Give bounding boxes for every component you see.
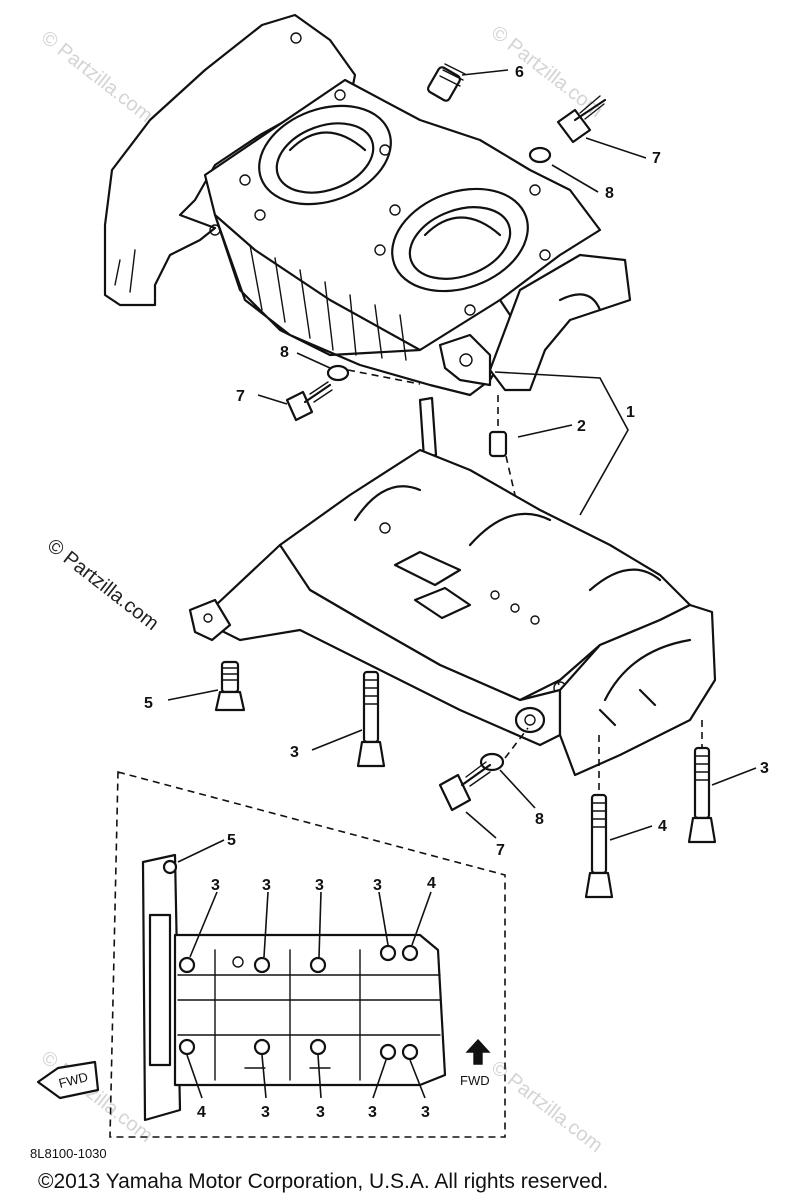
callout-2: 2 [577, 418, 586, 435]
callout-1: 1 [626, 404, 635, 421]
watermark-top-left: © Partzilla.com [37, 27, 157, 127]
diagram-code: 8L8100-1030 [30, 1146, 107, 1161]
callout-4-inset-bottom: 4 [197, 1104, 206, 1121]
washer-part-8-left [326, 364, 350, 382]
bolt-part-3-left [356, 670, 386, 768]
callout-3-inset-bottom-2: 3 [316, 1104, 325, 1121]
bolt-part-7-lower [438, 761, 492, 812]
fwd-up-arrow-icon [465, 1038, 491, 1065]
watermark-top-right: © Partzilla.com [487, 22, 607, 122]
svg-text:FWD: FWD [57, 1069, 89, 1091]
callout-3-inset-top-2: 3 [262, 877, 271, 894]
callout-7-upper: 7 [652, 150, 661, 167]
bolt-part-5 [214, 660, 246, 712]
callout-8-left: 8 [280, 344, 289, 361]
bolt-part-7-upper [556, 95, 607, 144]
dowel-part-2 [488, 430, 508, 458]
callout-3-inset-bottom-1: 3 [261, 1104, 270, 1121]
callout-8-upper: 8 [605, 185, 614, 202]
callout-6: 6 [515, 64, 524, 81]
callout-3-inset-bottom-3: 3 [368, 1104, 377, 1121]
callout-3-inset-bottom-4: 3 [421, 1104, 430, 1121]
callout-7-left: 7 [236, 388, 245, 405]
fwd-label-inset: FWD [460, 1073, 490, 1088]
callout-3-main-left: 3 [290, 744, 299, 761]
lower-crankcase [188, 396, 717, 777]
inset-detail [109, 770, 506, 1138]
callout-5-inset: 5 [227, 832, 236, 849]
callout-3-inset-top-3: 3 [315, 877, 324, 894]
watermark-left: © Partzilla.com [43, 535, 163, 635]
callout-4-main: 4 [658, 818, 667, 835]
copyright-notice: ©2013 Yamaha Motor Corporation, U.S.A. A… [38, 1170, 608, 1193]
callout-3-main-right: 3 [760, 760, 769, 777]
callout-3-inset-top-4: 3 [373, 877, 382, 894]
bolt-part-7-left [285, 381, 333, 422]
watermark-bottom-right: © Partzilla.com [487, 1057, 607, 1157]
washer-part-8-upper [528, 146, 552, 164]
plug-part-6 [426, 63, 466, 102]
callout-5-main: 5 [144, 695, 153, 712]
bolt-part-3-right [687, 720, 717, 844]
bolt-part-4 [584, 735, 614, 899]
washer-part-8-lower [479, 752, 505, 772]
callout-8-lower: 8 [535, 811, 544, 828]
callout-4-inset-top: 4 [427, 875, 436, 892]
callout-3-inset-top-1: 3 [211, 877, 220, 894]
fwd-left-arrow-icon: FWD [36, 1060, 100, 1100]
upper-crankcase [103, 13, 632, 397]
callout-7-lower: 7 [496, 842, 505, 859]
watermark-bottom-left: © Partzilla.com [37, 1047, 157, 1147]
